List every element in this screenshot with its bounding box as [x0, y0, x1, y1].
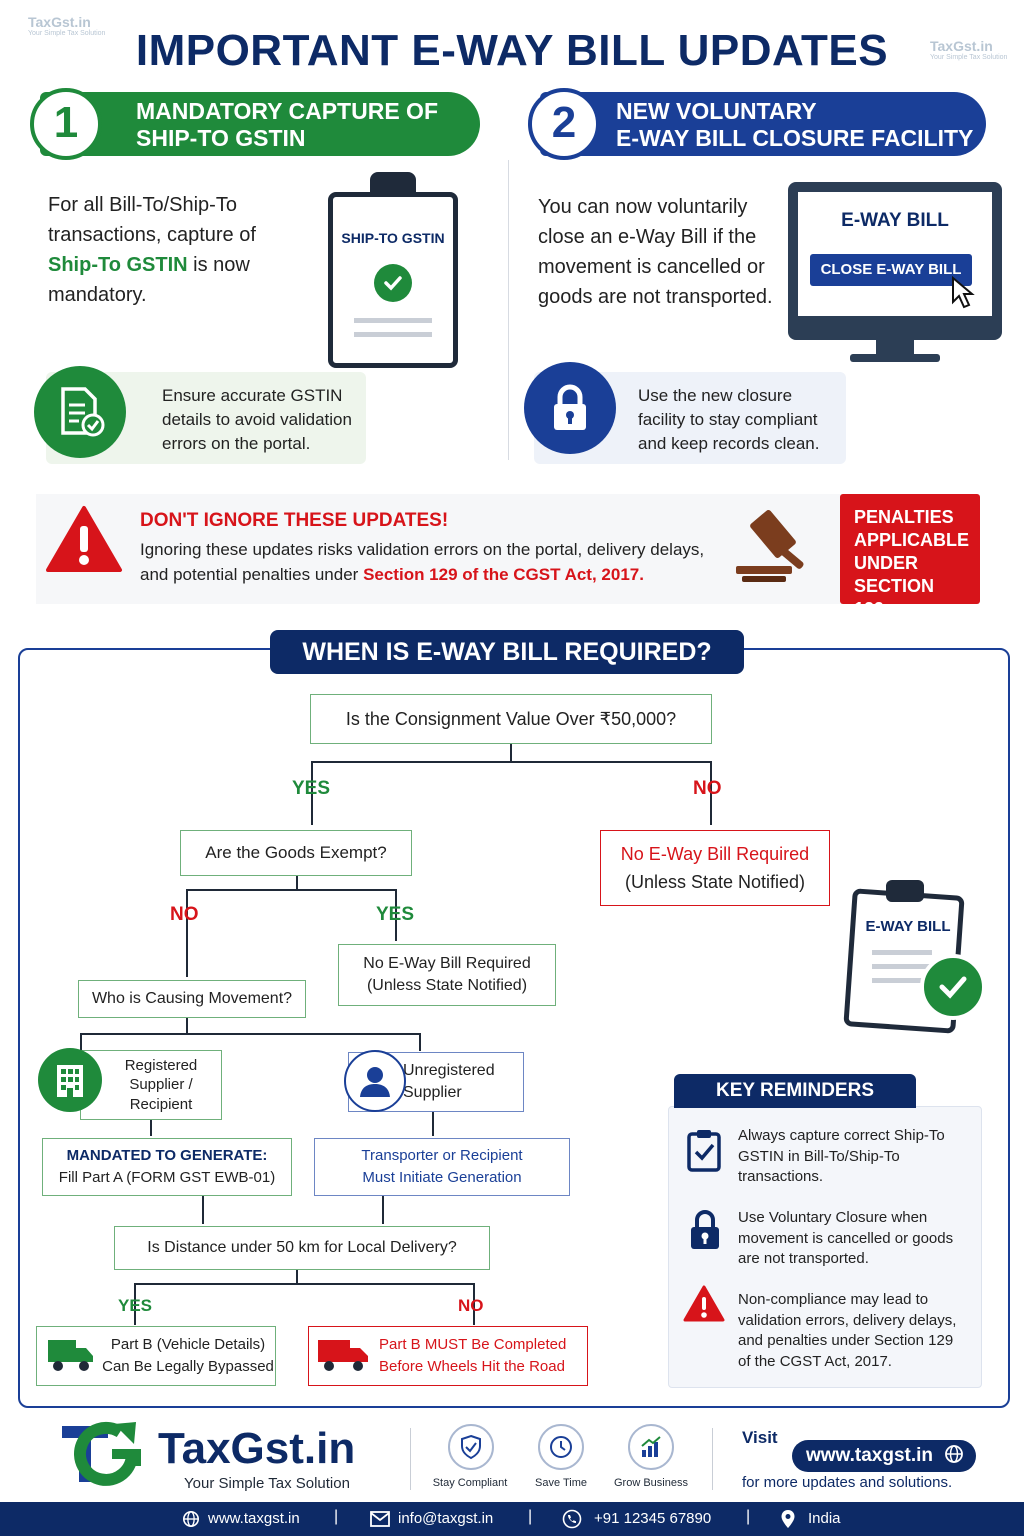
- contact-phone[interactable]: +91 12345 67890: [594, 1510, 712, 1527]
- transporter-or-recipient: Transporter or Recipient Must Initiate G…: [314, 1138, 570, 1196]
- key-reminders-title: KEY REMINDERS: [674, 1074, 916, 1108]
- building-icon: [38, 1048, 102, 1112]
- q4-distance-under-50km: Is Distance under 50 km for Local Delive…: [114, 1226, 490, 1270]
- clipboard-check-icon: [687, 1130, 721, 1172]
- warning-icon-small: [683, 1285, 725, 1322]
- no-eway-required-2: No E-Way Bill Required (Unless State Not…: [338, 944, 556, 1006]
- section1-number: 1: [30, 88, 102, 160]
- contact-web[interactable]: www.taxgst.in: [208, 1510, 300, 1527]
- clipboard-eway-label: E-WAY BILL: [865, 918, 951, 935]
- truck-icon-green: [48, 1340, 93, 1371]
- website-link[interactable]: www.taxgst.in: [792, 1440, 977, 1472]
- lock-icon: [524, 362, 616, 454]
- section2-header: NEW VOLUNTARY E-WAY BILL CLOSURE FACILIT…: [540, 92, 986, 156]
- ship-to-clipboard-icon: SHIP-TO GSTIN: [328, 172, 458, 368]
- column-divider: [508, 160, 509, 460]
- brand-logo-icon: [62, 1421, 141, 1486]
- no-eway-required-1: No E-Way Bill Required (Unless State Not…: [600, 830, 830, 906]
- feature-grow-business: Grow Business: [614, 1477, 688, 1489]
- brand-name: TaxGst.in: [158, 1424, 356, 1473]
- brand-tagline: Your Simple Tax Solution: [184, 1475, 350, 1492]
- q4-no-label: NO: [458, 1296, 484, 1315]
- flow-title: WHEN IS E-WAY BILL REQUIRED?: [270, 630, 744, 674]
- phone-icon: [562, 1509, 582, 1529]
- reminder-item-3: Non-compliance may lead to validation er…: [738, 1291, 957, 1370]
- reminder-item-1: Always capture correct Ship-To GSTIN in …: [738, 1127, 945, 1185]
- check-icon: [374, 264, 412, 302]
- eway-bill-clipboard-icon: E-WAY BILL: [843, 880, 988, 1034]
- page-title: IMPORTANT E-WAY BILL UPDATES: [135, 26, 889, 75]
- q1-consignment-value: Is the Consignment Value Over ₹50,000?: [310, 694, 712, 744]
- q2-yes-label: YES: [376, 904, 415, 925]
- penalty-box: PENALTIES APPLICABLE UNDER SECTION 129: [840, 494, 980, 619]
- monitor-icon: E-WAY BILL CLOSE E-WAY BILL: [788, 182, 1002, 368]
- section1-header: MANDATORY CAPTURE OF SHIP-TO GSTIN: [40, 92, 480, 156]
- mail-icon: [370, 1511, 390, 1527]
- cursor-icon: [952, 276, 975, 309]
- contact-email[interactable]: info@taxgst.in: [398, 1510, 494, 1527]
- location-pin-icon: [781, 1510, 795, 1528]
- warning-heading: DON'T IGNORE THESE UPDATES!: [140, 510, 449, 531]
- q2-goods-exempt: Are the Goods Exempt?: [180, 830, 412, 876]
- lock-icon-small: [691, 1210, 719, 1249]
- contact-location: India: [808, 1510, 841, 1527]
- visit-more-text: for more updates and solutions.: [742, 1474, 953, 1491]
- section2-body: You can now voluntarily close an e-Way B…: [538, 196, 773, 308]
- contact-bar: [0, 1502, 1024, 1536]
- warning-icon: [46, 506, 122, 572]
- truck-icon-red: [318, 1340, 368, 1371]
- person-icon: [344, 1050, 406, 1112]
- feature-save-time: Save Time: [535, 1477, 587, 1489]
- section2-number: 2: [528, 88, 600, 160]
- globe-icon-footer: [182, 1510, 200, 1528]
- mandated-to-generate: MANDATED TO GENERATE: Fill Part A (FORM …: [42, 1138, 292, 1196]
- reminder-item-2: Use Voluntary Closure when movement is c…: [738, 1209, 954, 1267]
- visit-label: Visit: [742, 1428, 778, 1447]
- clock-icon: [538, 1424, 584, 1470]
- q1-yes-label: YES: [292, 778, 331, 799]
- q2-no-label: NO: [170, 904, 199, 925]
- warning-banner: [36, 494, 842, 604]
- document-check-icon: [34, 366, 126, 458]
- warning-text: Ignoring these updates risks validation …: [140, 540, 705, 584]
- close-e-way-bill-button[interactable]: CLOSE E-WAY BILL: [810, 254, 972, 286]
- section1-body: For all Bill-To/Ship-To transactions, ca…: [48, 194, 256, 306]
- q3-who-causing-movement: Who is Causing Movement?: [78, 980, 306, 1018]
- gavel-icon: [736, 510, 804, 582]
- registered-supplier: Registered Supplier / Recipient: [80, 1050, 222, 1120]
- q1-no-label: NO: [693, 778, 722, 799]
- screen-title: E-WAY BILL: [841, 210, 949, 231]
- q4-yes-label: YES: [118, 1296, 153, 1315]
- growth-chart-icon: [628, 1424, 674, 1470]
- shield-check-icon: [448, 1424, 494, 1470]
- check-icon-large: [920, 954, 986, 1020]
- feature-stay-compliant: Stay Compliant: [432, 1477, 508, 1489]
- clipboard-label: SHIP-TO GSTIN: [341, 230, 445, 246]
- part-b-must-complete: Part B MUST Be Completed Before Wheels H…: [308, 1326, 588, 1386]
- globe-icon: [945, 1445, 964, 1463]
- part-b-bypassed: Part B (Vehicle Details) Can Be Legally …: [36, 1326, 276, 1386]
